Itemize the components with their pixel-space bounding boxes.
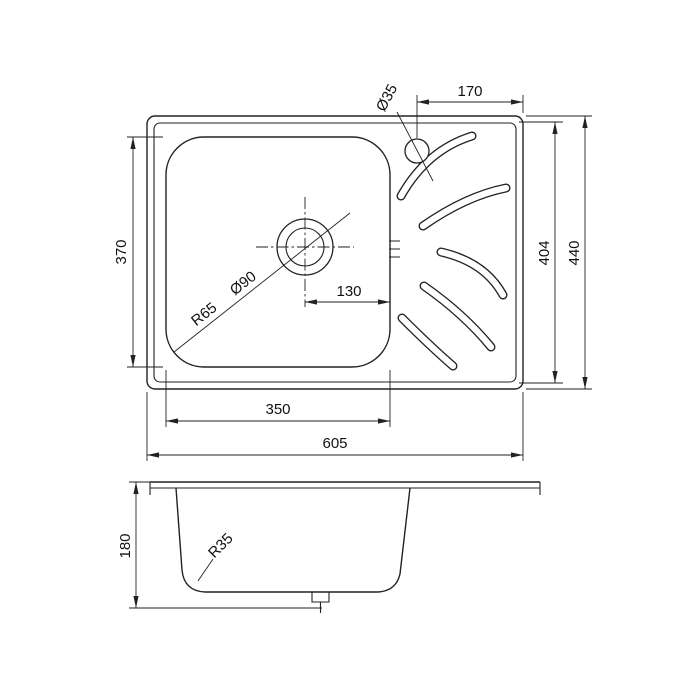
dim-d90-label: Ø90 (227, 268, 260, 299)
groove-2-inner (419, 184, 510, 230)
dim-r35-leader (197, 558, 214, 582)
dim-370: 370 (113, 136, 163, 368)
dim-180-label: 180 (117, 533, 134, 558)
top-dimensions: 170 Ø35 370 404 440 (113, 81, 592, 461)
top-view (146, 115, 524, 390)
dim-440: 440 (526, 115, 592, 390)
dim-r35-label: R35 (205, 530, 236, 561)
dim-350-label: 350 (265, 401, 290, 418)
section-view (149, 481, 541, 613)
sink-outer-edge (146, 115, 524, 390)
groove-3-inner (437, 248, 507, 299)
section-dimensions: 180 R35 (117, 481, 322, 609)
section-bowl-profile (175, 487, 411, 593)
dim-440-label: 440 (566, 240, 583, 265)
dim-605: 605 (146, 392, 524, 461)
groove-3 (436, 247, 508, 300)
dim-350: 350 (165, 370, 391, 427)
dim-r65-label: R65 (188, 299, 220, 329)
drainer-grooves (396, 131, 511, 371)
sink-bowl (165, 136, 391, 368)
drain-leader-line (173, 212, 351, 353)
dim-170: 170 (416, 83, 524, 138)
dim-170-label: 170 (457, 83, 482, 100)
groove-5-inner (398, 314, 457, 370)
dim-d35-label: Ø35 (373, 81, 401, 114)
dim-404-label: 404 (536, 240, 553, 265)
dim-d35-leader (396, 111, 434, 182)
dim-404: 404 (519, 121, 563, 384)
edge-ribs (389, 240, 400, 258)
dim-r35: R35 (197, 530, 237, 582)
dim-370-label: 370 (113, 239, 130, 264)
section-drain-stub (311, 592, 330, 603)
dim-180: 180 (117, 481, 322, 609)
sink-rim (153, 122, 517, 383)
dim-605-label: 605 (322, 435, 347, 452)
dim-130: 130 (305, 283, 390, 305)
groove-1-inner (397, 132, 476, 200)
groove-4-inner (420, 282, 495, 351)
dim-130-label: 130 (336, 283, 361, 300)
